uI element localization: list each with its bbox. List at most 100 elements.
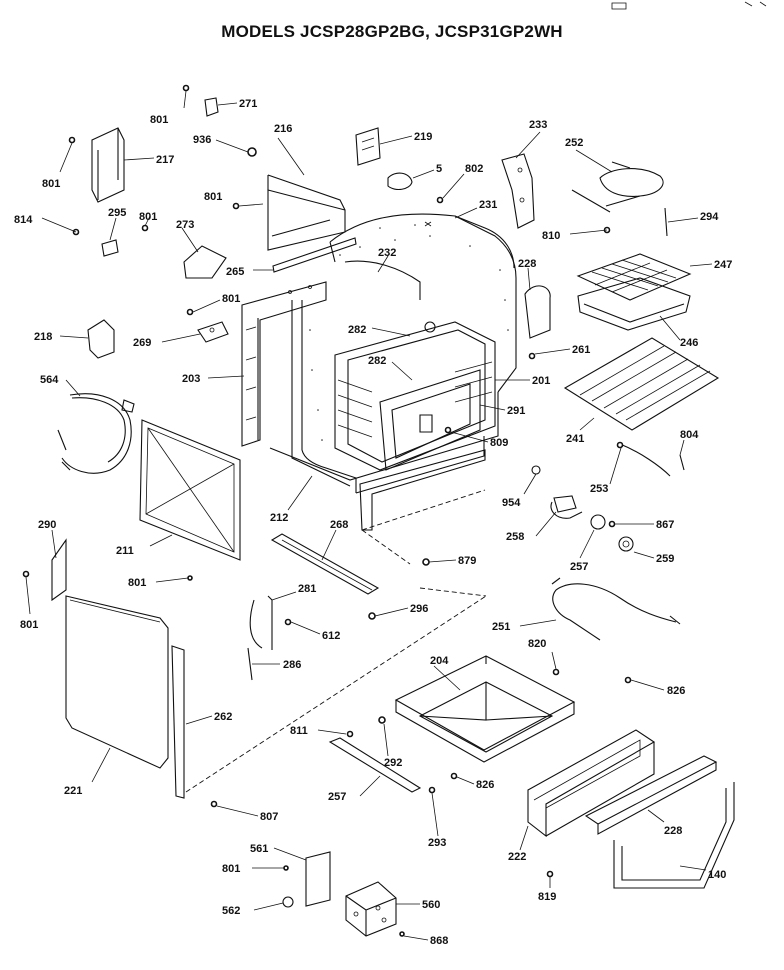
part-label-269: 269	[133, 337, 151, 349]
side-panel-203	[241, 281, 327, 447]
part-label-203: 203	[182, 373, 200, 385]
part-label-296: 296	[410, 603, 428, 615]
part-label-936: 936	[193, 134, 211, 146]
slide-257	[328, 737, 422, 793]
power-cord-564	[57, 393, 135, 474]
part-label-231: 231	[479, 199, 497, 211]
part-number-labels: 271 801 216 936 219 233 252 217 801 5 80…	[14, 98, 732, 947]
part-label-140: 140	[708, 869, 726, 881]
part-label-5: 5	[436, 163, 442, 175]
part-label-257a: 257	[570, 561, 588, 573]
part-label-282b: 282	[368, 355, 386, 367]
part-label-810: 810	[542, 230, 560, 242]
broil-pan-247	[576, 253, 692, 301]
part-label-293: 293	[428, 837, 446, 849]
part-label-259: 259	[656, 553, 674, 565]
part-label-292: 292	[384, 757, 402, 769]
part-label-258: 258	[506, 531, 524, 543]
part-273	[183, 245, 227, 279]
oven-door-221	[65, 595, 169, 769]
part-label-291a: 291	[507, 405, 525, 417]
part-label-801c: 801	[204, 191, 222, 203]
part-label-211: 211	[116, 545, 134, 557]
strip-262	[171, 645, 185, 799]
part-label-819: 819	[538, 891, 556, 903]
part-562	[282, 896, 294, 908]
terminal-block-560	[345, 881, 397, 937]
bracket-217	[91, 127, 125, 203]
part-label-221: 221	[64, 785, 82, 797]
part-label-212: 212	[270, 512, 288, 524]
part-label-219: 219	[414, 131, 432, 143]
back-panel-216	[267, 174, 346, 251]
clip-5	[387, 172, 413, 191]
part-label-826b: 826	[476, 779, 494, 791]
duct-233	[501, 153, 535, 229]
part-label-801e: 801	[222, 293, 240, 305]
drawer-204	[394, 655, 576, 763]
part-label-826a: 826	[667, 685, 685, 697]
strip-265	[272, 237, 357, 273]
part-label-561: 561	[250, 843, 268, 855]
part-label-282a: 282	[348, 324, 366, 336]
bracket-218	[87, 319, 115, 359]
part-label-801b: 801	[42, 178, 60, 190]
part-label-811: 811	[290, 725, 308, 737]
part-label-246: 246	[680, 337, 698, 349]
part-label-217: 217	[156, 154, 174, 166]
part-label-261: 261	[572, 344, 590, 356]
corner-marks	[611, 1, 767, 10]
lamp-assembly	[550, 495, 634, 552]
bracket-219	[355, 127, 381, 166]
part-label-802: 802	[465, 163, 483, 175]
part-label-801f: 801	[128, 577, 146, 589]
bracket-271	[204, 97, 219, 117]
fasteners	[22, 84, 632, 937]
part-label-807: 807	[260, 811, 278, 823]
part-label-801d: 801	[139, 211, 157, 223]
lower-front-frame	[359, 449, 486, 531]
bracket-228-top	[524, 285, 551, 339]
part-label-294: 294	[700, 211, 719, 223]
part-295	[101, 239, 119, 257]
part-label-879: 879	[458, 555, 476, 567]
element-253	[619, 443, 685, 477]
part-label-218: 218	[34, 331, 52, 343]
part-label-204: 204	[430, 655, 449, 667]
broil-pan-246	[577, 277, 691, 331]
part-label-257b: 257	[328, 791, 346, 803]
part-label-290: 290	[38, 519, 56, 531]
part-label-228b: 228	[664, 825, 682, 837]
part-label-295: 295	[108, 207, 126, 219]
part-label-232: 232	[378, 247, 396, 259]
plate-561	[305, 851, 331, 907]
part-label-271: 271	[239, 98, 257, 110]
reference-lines	[185, 529, 487, 793]
part-label-814: 814	[14, 214, 33, 226]
part-label-273: 273	[176, 219, 194, 231]
part-label-801g: 801	[20, 619, 38, 631]
part-label-265: 265	[226, 266, 244, 278]
leader-lines	[25, 90, 713, 941]
part-label-804: 804	[680, 429, 699, 441]
part-label-262: 262	[214, 711, 232, 723]
part-label-222: 222	[508, 851, 526, 863]
oven-rack-241	[563, 337, 720, 431]
part-269	[197, 321, 229, 343]
broil-element-252	[571, 161, 664, 213]
part-label-228: 228	[518, 258, 536, 270]
part-286	[247, 647, 253, 681]
drawer-front-222	[527, 729, 656, 838]
part-label-247: 247	[714, 259, 732, 271]
part-label-867: 867	[656, 519, 674, 531]
part-label-801h: 801	[222, 863, 240, 875]
bake-element-251	[551, 577, 681, 641]
part-label-251: 251	[492, 621, 510, 633]
part-label-252: 252	[565, 137, 583, 149]
part-954	[531, 465, 541, 475]
part-label-868: 868	[430, 935, 448, 947]
part-label-233: 233	[529, 119, 547, 131]
part-281	[249, 595, 273, 650]
